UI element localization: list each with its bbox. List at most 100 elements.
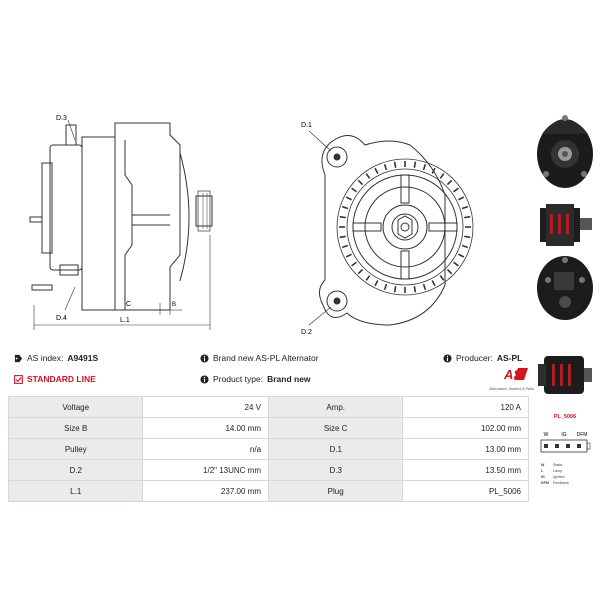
vent-slot — [422, 163, 427, 171]
plug-pin-label: W — [544, 432, 549, 438]
vent-slot — [365, 275, 371, 281]
product-photo-angle — [538, 356, 592, 394]
as-index: AS index: A9491S — [14, 353, 98, 363]
spec-value: n/a — [142, 438, 270, 460]
vent-slot — [413, 161, 417, 168]
front-view-drawing: D.1 D.2 — [301, 122, 474, 336]
vent-slot — [351, 187, 357, 193]
spec-key: D.1 — [268, 438, 404, 460]
label-c: C — [126, 301, 131, 308]
vent-slot — [345, 253, 352, 258]
tag-icon — [14, 354, 23, 362]
producer: Producer: AS-PL — [443, 353, 522, 363]
label-d3: D.3 — [56, 115, 67, 122]
vent-slot — [446, 179, 453, 186]
vent-slot — [461, 205, 469, 210]
vent-slot — [439, 173, 445, 179]
spec-value: 1/2" 13UNC mm — [142, 459, 270, 481]
vent-slot — [393, 161, 397, 168]
spec-key: D.3 — [268, 459, 404, 481]
vent-slot — [464, 215, 471, 219]
vent-slot — [374, 280, 379, 287]
plug-legend-code: W — [541, 463, 545, 467]
info-icon — [443, 353, 452, 363]
as-pl-logo: AS Alternators, Starters & Parts — [478, 366, 534, 391]
vent-slot — [357, 268, 364, 275]
spec-key: Amp. — [268, 396, 404, 418]
as-logo-mark: AS — [503, 367, 528, 382]
spec-value: 237.00 mm — [142, 480, 270, 502]
plug-legend-code: IG — [541, 475, 545, 479]
product-description: Brand new AS-PL Alternator — [200, 353, 319, 363]
plug-legend-text: Ignition — [553, 475, 565, 479]
spec-value: 120 A — [402, 396, 529, 418]
plug-pin-label: IG — [561, 432, 566, 438]
spec-key: Voltage — [7, 396, 144, 418]
plug-legend-code: DFM — [541, 481, 549, 485]
plug-diagram: W IG DFM — [540, 432, 591, 453]
vent-slot — [458, 196, 465, 201]
vent-slot — [453, 187, 459, 193]
vent-slot — [374, 167, 379, 174]
vent-slot — [383, 163, 388, 171]
label-b: B — [172, 302, 176, 308]
spec-key: Size C — [268, 417, 404, 439]
spec-value: 24 V — [142, 396, 270, 418]
vent-slot — [351, 261, 357, 267]
vent-slot — [431, 167, 436, 174]
vent-slot — [461, 244, 469, 249]
vent-slot — [458, 253, 465, 258]
as-index-label: AS index: — [27, 353, 64, 363]
spec-key: L.1 — [7, 480, 144, 502]
spec-value: 13.00 mm — [402, 438, 529, 460]
label-d2: D.2 — [301, 329, 312, 336]
vent-slot — [464, 235, 471, 239]
product-photo-front — [537, 115, 593, 188]
vent-slot — [422, 283, 427, 291]
standard-line-badge: STANDARD LINE — [14, 374, 96, 384]
producer-value: AS-PL — [496, 353, 523, 363]
vent-slot — [446, 268, 453, 275]
plug-legend-item: IG Ignition — [541, 474, 591, 480]
product-photo-side — [540, 204, 592, 246]
logo-tagline: Alternators, Starters & Parts — [489, 387, 534, 391]
spec-value: 14.00 mm — [142, 417, 270, 439]
info-icon — [200, 374, 209, 384]
vent-slot — [439, 275, 445, 281]
spec-value: 13.50 mm — [402, 459, 529, 481]
plug-pin-label: DFM — [577, 432, 588, 438]
vent-slot — [453, 261, 459, 267]
plug-legend-item: DFM Feedback — [541, 480, 591, 486]
plug-legend-text: Feedback — [553, 481, 569, 485]
vent-slot — [341, 244, 349, 249]
vent-slot — [339, 235, 346, 239]
spec-key: Pulley — [7, 438, 144, 460]
side-view-drawing: D.3 D.4 C B L.1 — [29, 115, 213, 330]
checkbox-icon — [14, 374, 23, 384]
vent-slot — [357, 179, 364, 186]
spec-key: Size B — [7, 417, 144, 439]
as-index-value: A9491S — [67, 353, 99, 363]
vent-slot — [393, 286, 397, 293]
label-l1: L.1 — [120, 317, 130, 324]
label-d4: D.4 — [56, 315, 67, 322]
producer-label: Producer: — [456, 353, 493, 363]
plug-title: PL_5006 — [553, 414, 577, 420]
product-type-value: Brand new — [267, 374, 311, 384]
vent-slot — [383, 283, 388, 291]
description-text: Brand new AS-PL Alternator — [213, 353, 319, 363]
spec-value: PL_5006 — [402, 480, 529, 502]
label-d1: D.1 — [301, 122, 312, 129]
vent-slot — [339, 215, 346, 219]
product-photo-rear — [537, 256, 593, 320]
standard-line-text: STANDARD LINE — [27, 374, 96, 384]
spec-key: D.2 — [7, 459, 144, 481]
